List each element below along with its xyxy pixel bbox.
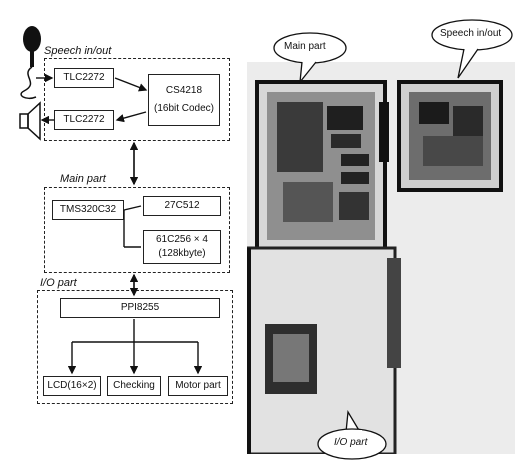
callout-main-part: Main part [272,30,352,84]
callout-speech-label: Speech in/out [440,29,501,39]
hardware-photo [247,62,515,454]
callout-io-label: I/O part [334,438,367,448]
callout-io-part: I/O part [316,410,390,462]
callout-speech: Speech in/out [430,18,514,80]
callout-main-label: Main part [284,42,326,52]
diagram-connectors [0,0,240,420]
